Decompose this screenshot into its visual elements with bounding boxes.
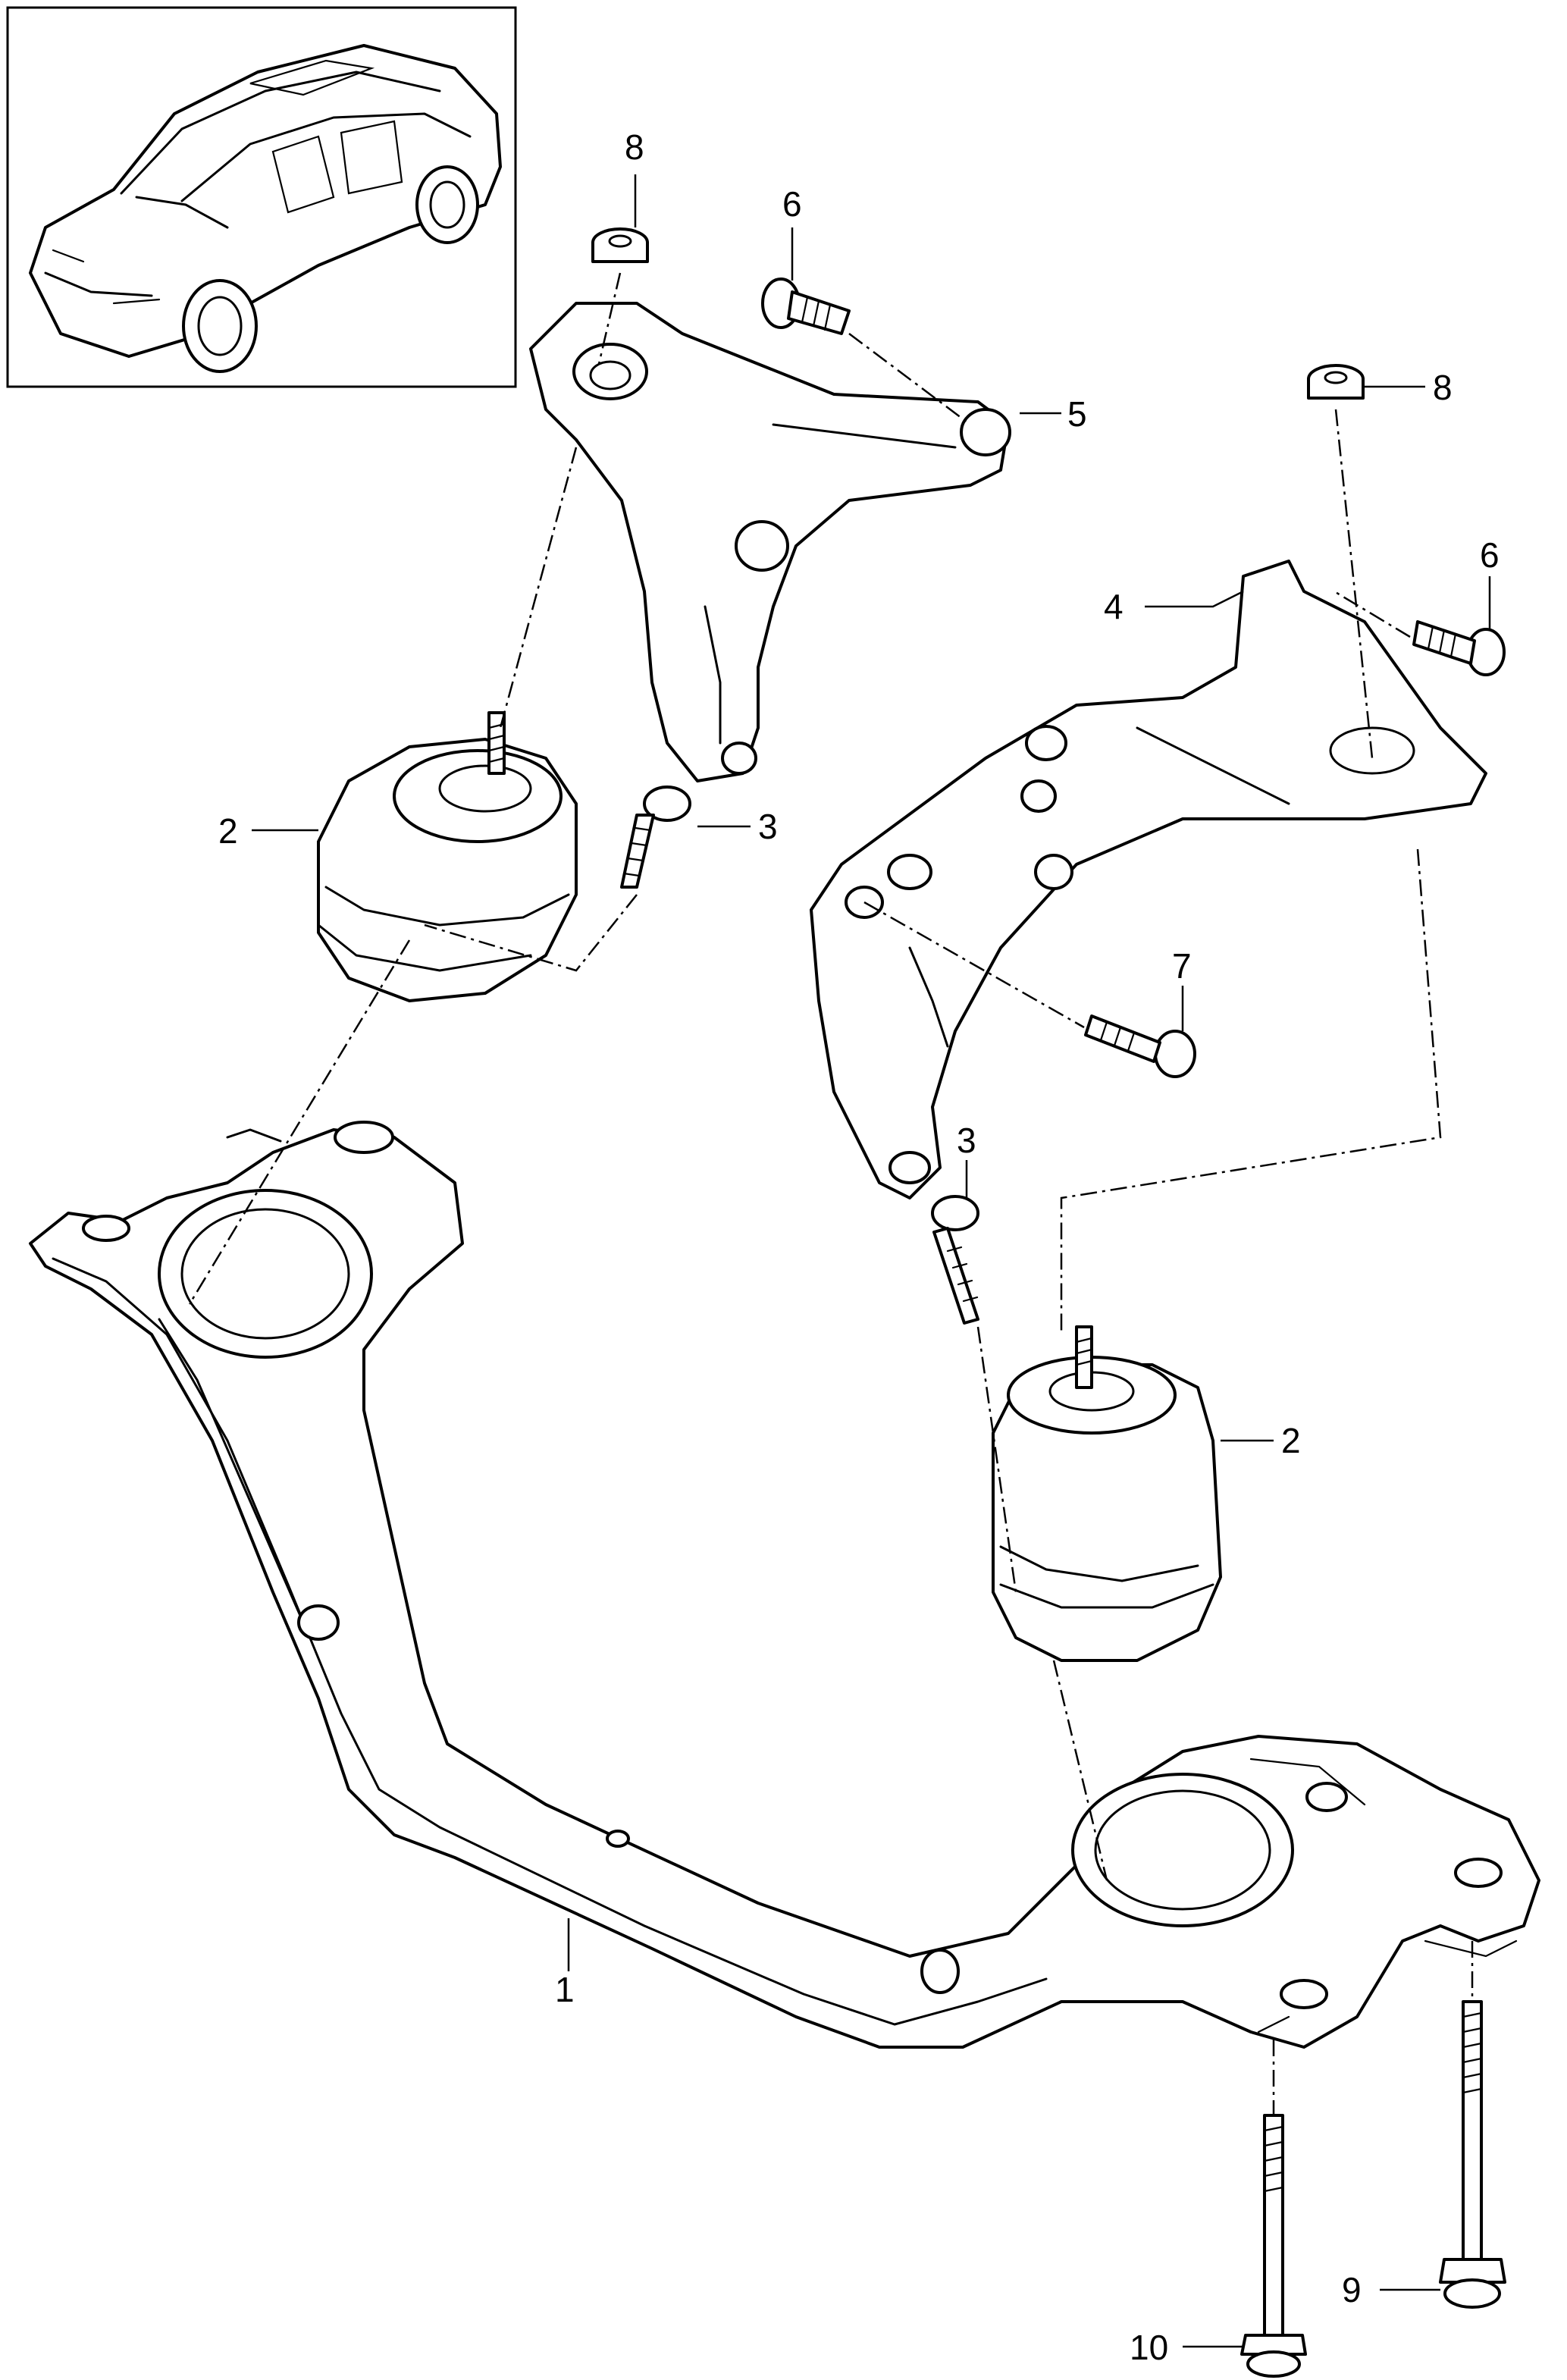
vehicle-thumbnail <box>6 6 517 388</box>
bolt-7 <box>1084 1014 1196 1078</box>
callout-10: 10 <box>1130 2328 1168 2367</box>
nut-8-right <box>1307 364 1365 400</box>
bolt-10 <box>1240 2114 1307 2378</box>
engine-mount-left <box>317 711 578 1002</box>
callout-2-right: 2 <box>1281 1421 1301 1460</box>
callout-3-right: 3 <box>957 1121 976 1160</box>
bolt-3-left <box>620 785 691 889</box>
callout-5: 5 <box>1067 394 1087 434</box>
right-bracket <box>810 560 1487 1199</box>
callout-3-left: 3 <box>758 807 778 846</box>
bolt-3-right <box>931 1195 979 1325</box>
callout-8-top: 8 <box>625 127 644 167</box>
callout-1: 1 <box>555 1970 575 2009</box>
callout-4: 4 <box>1104 587 1124 626</box>
callout-7: 7 <box>1172 946 1192 986</box>
nut-8-top <box>591 227 649 263</box>
callout-9: 9 <box>1342 2270 1362 2309</box>
bolt-9 <box>1439 2000 1506 2309</box>
callout-6-top: 6 <box>782 184 802 224</box>
crossmember <box>29 1121 1540 2049</box>
callout-8-right: 8 <box>1433 368 1453 407</box>
suv-vehicle-icon <box>29 44 502 373</box>
callout-labels: 1 2 2 3 3 4 5 6 6 7 8 8 9 10 <box>218 127 1500 2367</box>
leader-lines <box>252 174 1491 2348</box>
callout-6-right: 6 <box>1480 535 1500 575</box>
callout-2-left: 2 <box>218 811 238 851</box>
engine-mount-right <box>992 1325 1222 1662</box>
bolt-6-top <box>761 278 851 335</box>
left-bracket <box>529 302 1011 782</box>
alignment-lines <box>188 272 1474 2115</box>
bolt-6-right <box>1412 620 1506 676</box>
